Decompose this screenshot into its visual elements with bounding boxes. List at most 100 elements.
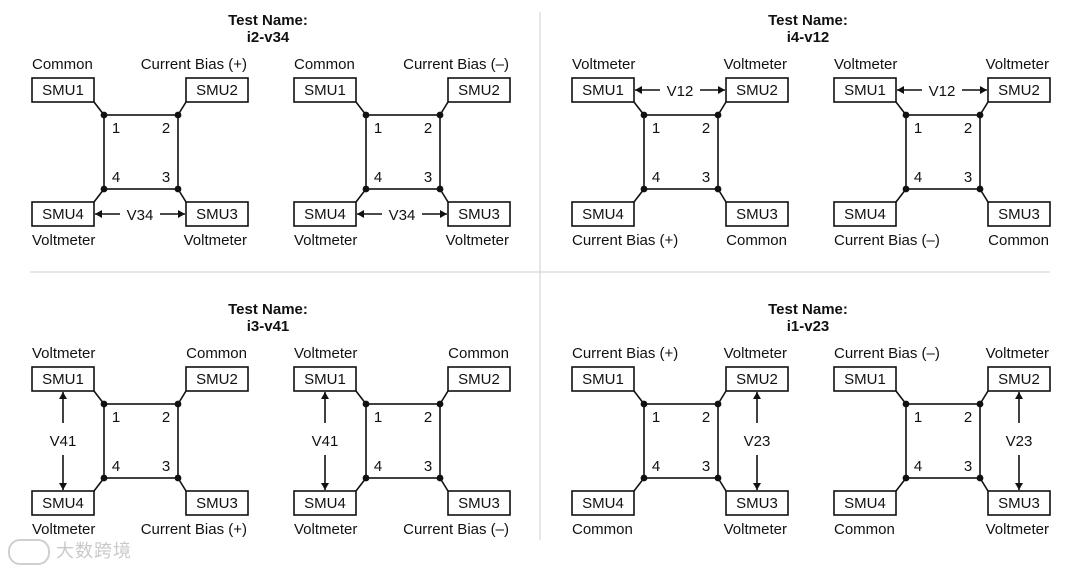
corner-label-tl: Current Bias (+) xyxy=(572,345,678,362)
arrowhead-icon xyxy=(718,86,725,94)
watermark-logo-icon xyxy=(8,539,50,565)
smu-label-bl: SMU4 xyxy=(304,495,346,512)
node-number-1: 1 xyxy=(374,409,382,426)
node-number-2: 2 xyxy=(702,120,710,137)
smu-box-tl xyxy=(833,77,897,103)
corner-label-tr: Voltmeter xyxy=(986,345,1049,362)
smu-box-bl xyxy=(833,201,897,227)
contact-dot xyxy=(100,474,108,482)
sample-square xyxy=(103,403,179,479)
smu-label-tr: SMU2 xyxy=(458,371,500,388)
smu-label-tl: SMU1 xyxy=(582,82,624,99)
node-number-3: 3 xyxy=(162,458,170,475)
contact-dot xyxy=(714,400,722,408)
contact-dot xyxy=(174,185,182,193)
contact-dot xyxy=(436,400,444,408)
smu-label-br: SMU3 xyxy=(998,206,1040,223)
node-number-2: 2 xyxy=(424,409,432,426)
corner-label-tl: Voltmeter xyxy=(572,56,635,73)
smu-box-br xyxy=(185,490,249,516)
smu-box-tl xyxy=(293,366,357,392)
corner-label-tr: Common xyxy=(448,345,509,362)
contact-dot xyxy=(902,185,910,193)
smu-box-bl xyxy=(31,201,95,227)
contact-dot xyxy=(640,474,648,482)
test-name-heading: Test Name: xyxy=(768,12,848,29)
smu-box-bl xyxy=(571,201,635,227)
corner-label-tr: Voltmeter xyxy=(724,345,787,362)
corner-label-bl: Common xyxy=(572,521,633,538)
contact-dot xyxy=(362,185,370,193)
corner-label-tr: Current Bias (+) xyxy=(141,56,247,73)
test-name-heading: Test Name: xyxy=(228,12,308,29)
test-name-value: i3-v41 xyxy=(247,318,290,335)
contact-dot xyxy=(976,474,984,482)
contact-dot xyxy=(902,474,910,482)
corner-label-br: Current Bias (+) xyxy=(141,521,247,538)
smu-label-bl: SMU4 xyxy=(844,495,886,512)
smu-label-tl: SMU1 xyxy=(582,371,624,388)
node-number-4: 4 xyxy=(652,458,660,475)
node-number-3: 3 xyxy=(162,169,170,186)
contact-dot xyxy=(174,400,182,408)
contact-dot xyxy=(976,185,984,193)
node-number-4: 4 xyxy=(914,458,922,475)
node-number-1: 1 xyxy=(914,409,922,426)
smu-box-tr xyxy=(725,77,789,103)
smu-box-tl xyxy=(31,77,95,103)
node-number-2: 2 xyxy=(424,120,432,137)
corner-label-bl: Common xyxy=(834,521,895,538)
contact-dot xyxy=(976,111,984,119)
corner-label-tl: Common xyxy=(294,56,355,73)
node-number-1: 1 xyxy=(914,120,922,137)
smu-label-br: SMU3 xyxy=(736,495,778,512)
contact-dot xyxy=(436,111,444,119)
node-number-2: 2 xyxy=(702,409,710,426)
contact-dot xyxy=(714,185,722,193)
node-number-1: 1 xyxy=(652,120,660,137)
corner-label-tl: Voltmeter xyxy=(32,345,95,362)
contact-dot xyxy=(362,400,370,408)
smu-box-tl xyxy=(571,366,635,392)
node-number-3: 3 xyxy=(424,458,432,475)
corner-label-tr: Voltmeter xyxy=(986,56,1049,73)
smu-box-br xyxy=(987,490,1051,516)
smu-box-br xyxy=(987,201,1051,227)
contact-dot xyxy=(902,111,910,119)
smu-label-tr: SMU2 xyxy=(998,371,1040,388)
smu-label-tr: SMU2 xyxy=(196,371,238,388)
node-number-1: 1 xyxy=(112,409,120,426)
contact-dot xyxy=(436,185,444,193)
contact-dot xyxy=(436,474,444,482)
node-number-4: 4 xyxy=(914,169,922,186)
smu-label-bl: SMU4 xyxy=(42,495,84,512)
smu-label-tl: SMU1 xyxy=(42,371,84,388)
arrowhead-icon xyxy=(1015,483,1023,490)
node-number-2: 2 xyxy=(162,409,170,426)
smu-label-tl: SMU1 xyxy=(844,82,886,99)
sample-square xyxy=(905,403,981,479)
smu-box-bl xyxy=(31,490,95,516)
smu-box-br xyxy=(725,201,789,227)
contact-dot xyxy=(174,111,182,119)
sample-square xyxy=(365,403,441,479)
smu-box-tl xyxy=(571,77,635,103)
smu-box-tl xyxy=(293,77,357,103)
sample-square xyxy=(365,114,441,190)
smu-box-bl xyxy=(293,490,357,516)
corner-label-tl: Common xyxy=(32,56,93,73)
meter-label: V41 xyxy=(50,433,77,450)
node-number-3: 3 xyxy=(702,169,710,186)
meter-label: V41 xyxy=(312,433,339,450)
corner-label-tr: Voltmeter xyxy=(724,56,787,73)
arrowhead-icon xyxy=(357,210,364,218)
arrowhead-icon xyxy=(321,392,329,399)
contact-dot xyxy=(100,111,108,119)
test-name-value: i4-v12 xyxy=(787,29,830,46)
arrowhead-icon xyxy=(59,483,67,490)
smu-label-br: SMU3 xyxy=(458,495,500,512)
smu-box-br xyxy=(447,201,511,227)
